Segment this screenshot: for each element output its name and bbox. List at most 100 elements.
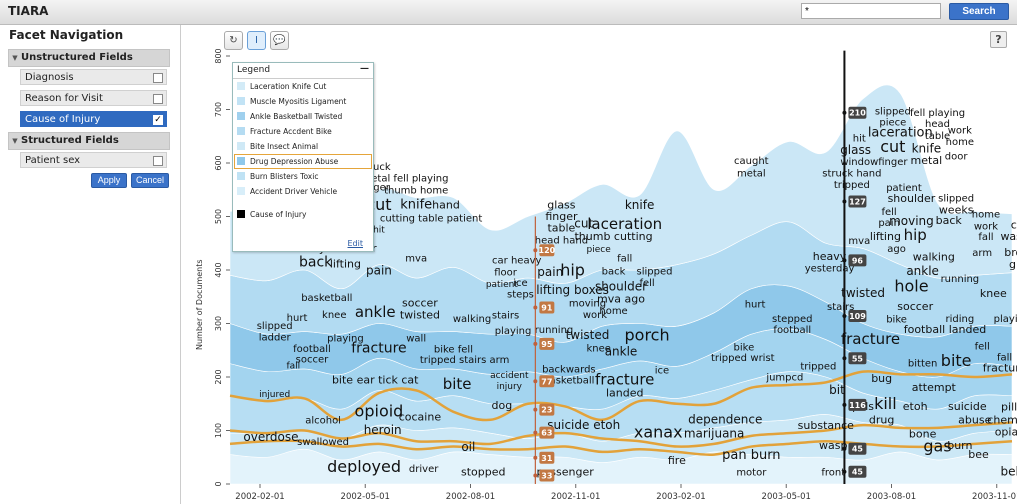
- topic-keyword[interactable]: knee: [586, 343, 610, 354]
- topic-keyword[interactable]: hit: [853, 134, 866, 145]
- topic-keyword[interactable]: moving: [569, 298, 606, 309]
- topic-keyword[interactable]: tripped: [711, 353, 747, 364]
- legend-item[interactable]: Fracture Accdent Bike: [233, 124, 373, 139]
- topic-keyword[interactable]: metal: [911, 154, 943, 167]
- topic-keyword[interactable]: bite ear tick cat: [332, 373, 419, 386]
- topic-keyword[interactable]: pain: [878, 218, 900, 229]
- topic-keyword[interactable]: oil: [461, 440, 475, 454]
- topic-keyword[interactable]: lifting: [330, 257, 361, 270]
- topic-keyword[interactable]: knife: [912, 141, 942, 155]
- topic-keyword[interactable]: wall: [406, 334, 426, 345]
- topic-keyword[interactable]: window: [840, 157, 878, 168]
- topic-keyword[interactable]: backwards: [542, 365, 596, 376]
- legend-item[interactable]: Drug Depression Abuse: [234, 154, 372, 169]
- topic-keyword[interactable]: slipped: [257, 321, 293, 332]
- topic-keyword[interactable]: soccer: [402, 296, 438, 309]
- topic-keyword[interactable]: laceration: [587, 215, 662, 233]
- topic-keyword[interactable]: porch: [625, 326, 670, 345]
- topic-keyword[interactable]: fracture: [983, 362, 1017, 375]
- topic-keyword[interactable]: motor: [736, 467, 767, 478]
- topic-keyword[interactable]: pain: [366, 263, 392, 277]
- topic-keyword[interactable]: twisted: [566, 328, 610, 342]
- help-button[interactable]: ?: [990, 31, 1007, 48]
- topic-keyword[interactable]: back: [602, 266, 626, 277]
- topic-keyword[interactable]: steps: [507, 289, 534, 300]
- topic-keyword[interactable]: football: [293, 344, 331, 355]
- topic-keyword[interactable]: head: [925, 119, 950, 130]
- topic-keyword[interactable]: abuse: [958, 414, 991, 427]
- topic-keyword[interactable]: glass: [547, 198, 576, 211]
- topic-keyword[interactable]: slipped: [875, 106, 911, 117]
- topic-keyword[interactable]: thumb home: [384, 185, 448, 196]
- topic-keyword[interactable]: football landed: [904, 323, 986, 336]
- topic-keyword[interactable]: table: [547, 221, 575, 234]
- topic-keyword[interactable]: deployed: [327, 457, 401, 476]
- topic-keyword[interactable]: stairs: [827, 302, 854, 313]
- topic-keyword[interactable]: metal fell playing: [362, 174, 449, 185]
- topic-keyword[interactable]: marijuana: [684, 426, 745, 440]
- topic-keyword[interactable]: fall: [617, 253, 632, 264]
- topic-keyword[interactable]: basketball: [301, 293, 352, 304]
- topic-keyword[interactable]: glass: [1009, 258, 1017, 271]
- topic-keyword[interactable]: ankle: [355, 303, 396, 321]
- topic-keyword[interactable]: mva ago: [597, 293, 645, 306]
- topic-keyword[interactable]: hand: [432, 198, 460, 211]
- topic-keyword[interactable]: floor: [494, 267, 518, 278]
- topic-keyword[interactable]: home: [946, 137, 974, 148]
- topic-keyword[interactable]: cut: [880, 137, 905, 156]
- topic-keyword[interactable]: bite: [941, 351, 972, 370]
- topic-keyword[interactable]: bug: [871, 372, 892, 385]
- facet-patient-sex[interactable]: Patient sex: [20, 152, 167, 168]
- topic-keyword[interactable]: alcohol: [305, 416, 341, 427]
- legend-item[interactable]: Bite Insect Animal: [233, 139, 373, 154]
- topic-keyword[interactable]: landed: [606, 386, 644, 399]
- topic-keyword[interactable]: bike fell: [434, 344, 473, 355]
- topic-keyword[interactable]: cocaine: [399, 410, 442, 423]
- topic-keyword[interactable]: yesterday: [805, 264, 855, 275]
- topic-keyword[interactable]: moving: [889, 214, 934, 228]
- topic-keyword[interactable]: dependence: [688, 413, 762, 427]
- topic-keyword[interactable]: cut: [574, 217, 593, 231]
- topic-keyword[interactable]: cutting table patient: [380, 213, 482, 224]
- topic-keyword[interactable]: slipped: [637, 266, 673, 277]
- topic-keyword[interactable]: fracture: [841, 330, 900, 348]
- topic-keyword[interactable]: football: [773, 325, 811, 336]
- topic-keyword[interactable]: drug: [869, 414, 894, 427]
- topic-keyword[interactable]: suicide etoh: [547, 418, 620, 432]
- topic-keyword[interactable]: cut: [1011, 218, 1017, 231]
- topic-keyword[interactable]: fell: [639, 278, 654, 289]
- topic-keyword[interactable]: jumpcd: [765, 373, 803, 384]
- topic-keyword[interactable]: finger: [545, 210, 578, 223]
- topic-keyword[interactable]: substance: [798, 419, 854, 432]
- checkbox[interactable]: [153, 156, 163, 166]
- refresh-icon[interactable]: ↻: [224, 31, 243, 50]
- legend-edit-link[interactable]: Edit: [347, 239, 364, 248]
- topic-keyword[interactable]: hip: [904, 226, 927, 244]
- topic-keyword[interactable]: hip: [560, 260, 585, 279]
- facet-reason-for-visit[interactable]: Reason for Visit: [20, 90, 167, 106]
- topic-keyword[interactable]: fall: [978, 232, 993, 243]
- topic-keyword[interactable]: etoh: [903, 400, 928, 413]
- topic-keyword[interactable]: arm: [972, 248, 992, 259]
- topic-keyword[interactable]: accident: [490, 371, 529, 381]
- topic-keyword[interactable]: bite: [443, 375, 472, 393]
- topic-keyword[interactable]: ankle: [605, 345, 638, 359]
- topic-keyword[interactable]: lifting boxes: [536, 283, 609, 297]
- facet-cause-of-injury[interactable]: Cause of Injury✓: [20, 111, 167, 127]
- topic-keyword[interactable]: knee: [980, 287, 1007, 300]
- topic-keyword[interactable]: table: [925, 131, 950, 142]
- topic-keyword[interactable]: fall: [997, 352, 1012, 363]
- topic-keyword[interactable]: patient: [486, 280, 518, 290]
- checkbox[interactable]: [153, 73, 163, 83]
- topic-keyword[interactable]: broken: [1004, 246, 1017, 259]
- topic-keyword[interactable]: hole: [894, 276, 928, 295]
- topic-keyword[interactable]: back: [936, 214, 963, 227]
- topic-keyword[interactable]: tripped: [800, 362, 836, 373]
- topic-keyword[interactable]: riding: [946, 314, 975, 325]
- topic-keyword[interactable]: stairs: [492, 311, 519, 322]
- topic-keyword[interactable]: opioid: [355, 402, 404, 421]
- topic-keyword[interactable]: home: [972, 210, 1000, 221]
- topic-keyword[interactable]: finger: [878, 157, 908, 168]
- topic-keyword[interactable]: belt: [1000, 464, 1017, 478]
- topic-keyword[interactable]: door: [945, 151, 969, 162]
